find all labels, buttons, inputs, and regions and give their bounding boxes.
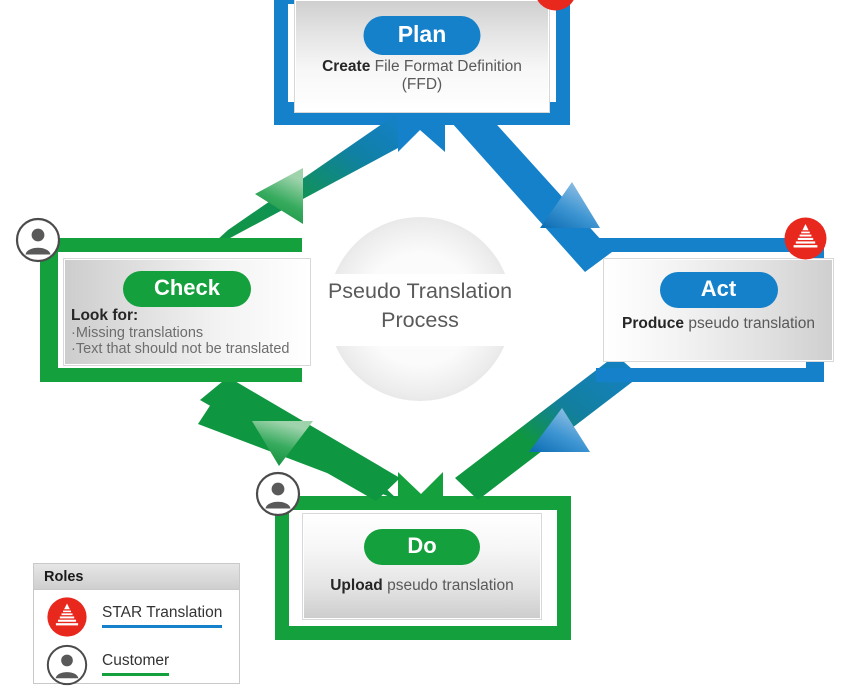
role-badge-star-plan	[533, 0, 578, 17]
stage-pill-do: Do	[364, 529, 480, 565]
roles-legend: Roles STAR Translation	[33, 563, 240, 686]
role-badge-customer-do	[255, 471, 301, 522]
stage-text-act-rest: pseudo translation	[684, 315, 815, 332]
arrow-do-to-check	[198, 377, 400, 501]
stage-card-plan[interactable]: Plan Create File Format Definition (FFD)	[295, 0, 549, 112]
legend-item-star[interactable]: STAR Translation	[34, 592, 239, 642]
stage-text-do: Upload pseudo translation	[310, 577, 534, 595]
stage-text-check: Look for: ·Missing translations ·Text th…	[71, 307, 305, 357]
stage-card-act[interactable]: Act Produce pseudo translation	[604, 259, 833, 361]
arrowhead-do-to-check	[252, 421, 313, 466]
stage-card-do[interactable]: Do Upload pseudo translation	[303, 514, 541, 619]
arrow-plan-to-act	[443, 95, 612, 272]
stage-text-plan-bold: Create	[322, 58, 371, 75]
centre-title-line2: Process	[381, 307, 459, 332]
legend-label-star: STAR Translation	[102, 604, 223, 628]
stage-check-bullet-2: ·Text that should not be translated	[71, 341, 290, 357]
arrowhead-act-to-do	[529, 408, 590, 452]
star-pyramid-icon	[46, 596, 88, 643]
stage-pill-plan: Plan	[363, 16, 481, 55]
arrow-act-to-do	[455, 355, 640, 500]
stage-text-act: Produce pseudo translation	[609, 315, 828, 333]
arrowhead-plan-to-act	[540, 182, 600, 228]
stage-text-do-bold: Upload	[330, 577, 383, 594]
stage-check-bullet-1: ·Missing translations	[71, 325, 204, 341]
legend-title: Roles	[34, 564, 239, 590]
arrowhead-check-to-plan	[255, 168, 303, 224]
stage-card-check[interactable]: Check Look for: ·Missing translations ·T…	[64, 259, 310, 365]
stage-text-do-rest: pseudo translation	[382, 577, 514, 594]
legend-label-customer: Customer	[102, 652, 170, 676]
stage-text-plan-line2: (FFD)	[401, 76, 443, 94]
centre-title-line1: Pseudo Translation	[327, 279, 513, 303]
stage-text-act-bold: Produce	[622, 315, 685, 332]
role-badge-star-act	[783, 216, 828, 266]
stage-check-heading: Look for:	[71, 307, 139, 324]
stage-text-plan: Create File Format Definition (FFD)	[304, 58, 540, 95]
centre-band	[320, 274, 520, 346]
diagram-centre-title: Pseudo Translation Process	[300, 277, 540, 334]
stage-text-plan-rest: File Format Definition	[370, 58, 522, 75]
stage-pill-check: Check	[123, 271, 251, 307]
arrow-check-to-plan	[204, 113, 398, 252]
stage-pill-act: Act	[659, 272, 778, 308]
legend-item-customer[interactable]: Customer	[34, 640, 239, 690]
role-badge-customer-check	[15, 217, 61, 268]
